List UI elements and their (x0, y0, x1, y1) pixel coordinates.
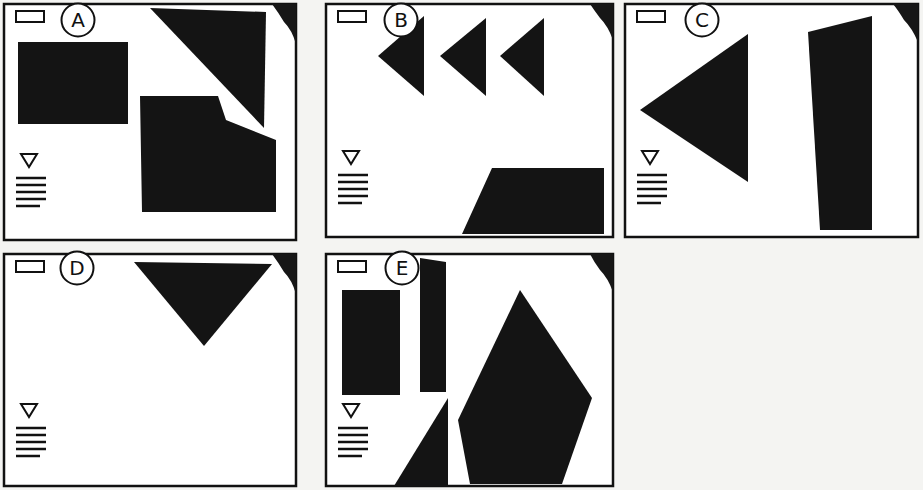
black-quad (808, 16, 872, 230)
small-triangle (21, 154, 37, 167)
black-rect (18, 42, 128, 124)
panel (4, 4, 296, 240)
page-curl (893, 4, 918, 42)
black-bar (420, 258, 446, 392)
page-curl (590, 254, 613, 292)
small-rect (16, 261, 44, 272)
black-rect (342, 290, 400, 395)
letter-circle: D (59, 250, 95, 286)
letter-circle: A (60, 2, 96, 38)
page-curl (272, 254, 296, 294)
panel (4, 254, 296, 486)
panel-letter: A (71, 8, 85, 32)
black-polygon (140, 96, 276, 212)
panel-letter: D (69, 256, 84, 280)
text-lines (16, 178, 46, 206)
small-triangle (642, 151, 658, 164)
black-triangle (500, 18, 544, 96)
black-quad (462, 168, 604, 234)
small-rect (338, 261, 366, 272)
panel (326, 254, 613, 486)
panel-letter: C (695, 8, 709, 32)
small-rect (637, 11, 665, 22)
black-polygon (458, 290, 592, 484)
black-triangle (394, 398, 448, 486)
small-triangle (21, 404, 37, 417)
small-rect (16, 11, 44, 22)
black-triangle (440, 18, 486, 96)
letter-circle: C (684, 2, 720, 38)
small-triangle (343, 151, 359, 164)
text-lines (338, 175, 368, 203)
page-curl (272, 4, 296, 44)
panel (326, 4, 613, 237)
black-triangle (640, 34, 748, 182)
page-curl (590, 4, 613, 40)
text-lines (338, 428, 368, 456)
panel-letter: B (394, 8, 408, 32)
panel-letter: E (396, 256, 409, 280)
text-lines (16, 428, 46, 456)
text-lines (637, 175, 667, 203)
small-triangle (343, 404, 359, 417)
black-triangle (134, 262, 272, 346)
panel (625, 4, 918, 237)
letter-circle: B (383, 2, 419, 38)
letter-circle: E (384, 250, 420, 286)
small-rect (338, 11, 366, 22)
